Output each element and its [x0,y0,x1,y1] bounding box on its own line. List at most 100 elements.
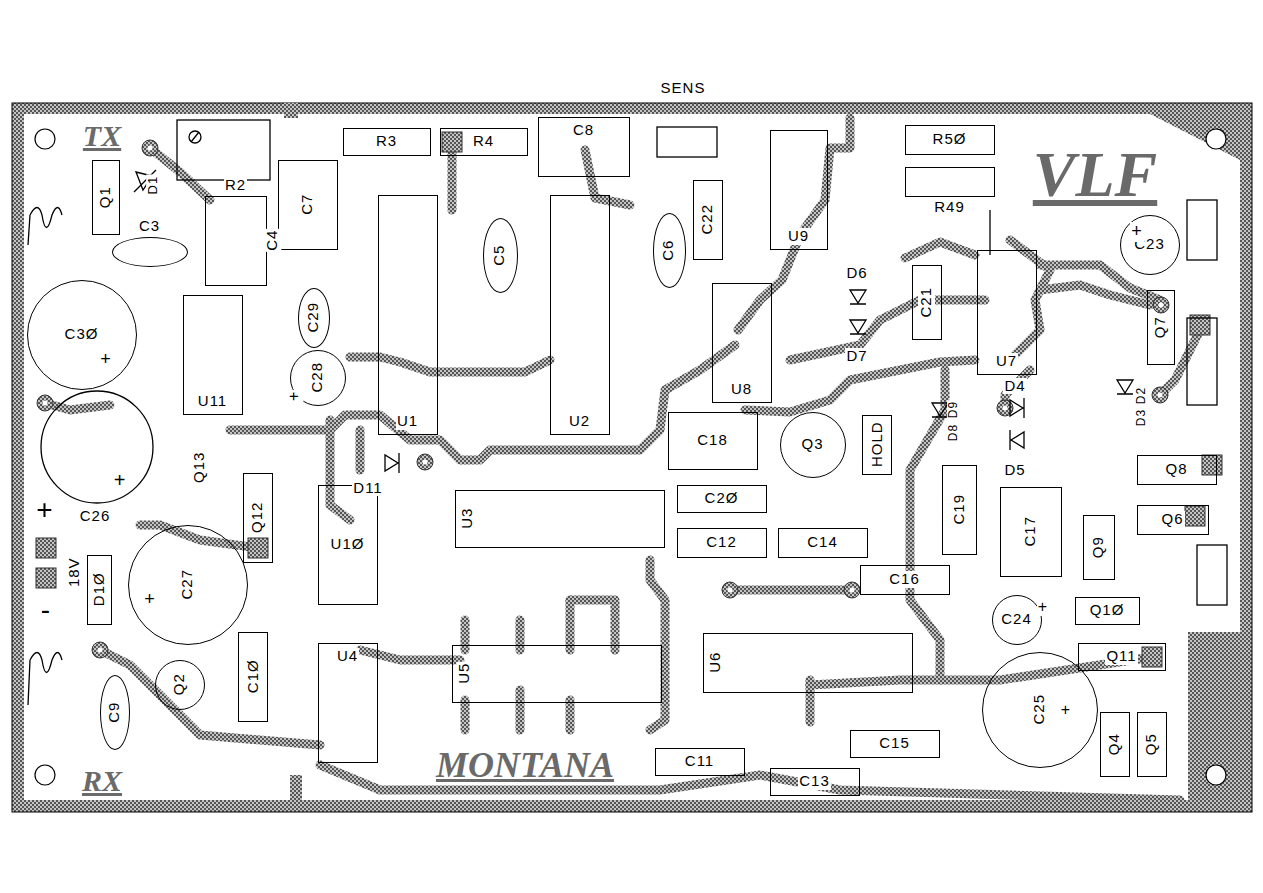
silkscreen-label: D9 [947,400,960,419]
component-label: C6 [661,238,678,261]
component-outline: Q7 [1147,290,1175,365]
silkscreen-label: C4 [265,228,282,251]
silkscreen-label: SENS [660,80,707,97]
component-label: U1 [396,413,419,430]
component-outline: Q8 [1137,455,1217,485]
silkscreen-label: D5 [1003,462,1026,479]
component-label: Q4 [1106,732,1123,756]
silkscreen-label: + [113,469,128,491]
component-label: C12 [705,534,738,551]
component-label: C5 [492,243,509,266]
component-label: Q7 [1152,315,1169,339]
component-label: C14 [806,534,839,551]
component-outline: C22 [693,180,723,260]
component-outline: Q12 [243,473,273,563]
component-outline: C3 [112,237,188,267]
silkscreen-label: Q13 [192,450,209,483]
component-outline: C24 [992,595,1042,645]
silkscreen-label: D3 [1135,408,1148,427]
component-label: U7 [995,353,1018,370]
component-label: C25 [1031,693,1048,726]
component-outline: C7 [278,160,338,250]
component-outline: U2 [550,195,610,435]
component-outline: C1Ø [238,632,268,722]
silkscreen-label: MONTANA [435,746,615,786]
ground-fill [290,775,302,805]
component-label: R49 [933,199,966,216]
component-label: D1Ø [91,572,108,608]
component-outline: R4 [440,128,528,156]
component-label: U4 [336,648,359,665]
component-label: Q9 [1090,535,1107,559]
component-outline: Q11 [1078,643,1166,671]
component-label: HOLD [868,421,885,469]
component-label: C3Ø [64,326,100,343]
component-label: U9 [787,228,810,245]
silkscreen-label: D1 [146,175,160,196]
component-outline: C6 [653,213,686,288]
silkscreen-label: D11 [352,480,383,497]
component-outline: C12 [677,528,767,558]
component-outline: U3 [455,490,665,548]
component-outline: Q5 [1137,712,1167,777]
component-outline: U1 [378,195,438,435]
component-label: C3 [138,218,161,235]
component-label: C7 [299,193,316,216]
component-outline: U8 [712,283,772,403]
component-outline: Q9 [1083,515,1115,580]
silkscreen-label: TX [82,119,122,152]
component-label: U11 [197,393,228,410]
component-label: R3 [375,133,398,150]
component-outline: C25 [982,652,1098,768]
component-label: C29 [305,301,322,334]
component-outline: R3 [343,128,431,156]
component-outline: U9 [770,130,828,250]
component-outline: C2Ø [677,485,767,513]
component-label: Q1 [97,185,114,209]
component-outline: C19 [942,465,977,555]
silkscreen-label: D2 [1135,386,1148,405]
component-outline: Q4 [1100,712,1130,777]
component-label: Q11 [1105,648,1137,665]
board-area [24,114,1240,800]
component-label: Q6 [1160,511,1184,528]
board-ground [12,103,1252,812]
component-outline: C9 [100,675,130,750]
pad-holes [43,146,1164,653]
component-outline: C8 [538,117,630,177]
component-label: C24 [1000,611,1033,628]
component-label: U1Ø [330,536,366,553]
component-label: C28 [309,361,326,394]
component-label: Q5 [1143,732,1160,756]
silkscreen-label: + [35,495,54,526]
component-outline: D1Ø [87,555,112,625]
silkscreen-label: + [99,350,113,370]
component-label: Q12 [249,501,266,534]
component-label: U2 [568,413,591,430]
silkscreen-label: RX [81,764,123,797]
silkscreen-label: 18V [66,556,83,588]
component-label: Q3 [800,436,824,453]
component-outline: C29 [298,288,330,348]
silkscreen-label: D6 [845,265,868,282]
component-label: C13 [798,773,831,790]
diode-symbols [134,170,1133,473]
component-label: C21 [918,286,935,319]
component-label: C18 [696,432,729,449]
outlines [28,120,1227,705]
component-outline: Q2 [155,660,205,710]
component-label: C11 [684,753,715,770]
square-pads [36,132,1222,667]
component-outline: Q1 [92,160,120,235]
ground-fill [284,103,298,118]
component-label: C9 [106,700,123,723]
component-outline: U4 [318,643,378,763]
component-outline: Q3 [780,412,846,478]
component-label: C17 [1022,515,1039,548]
component-outline: Q6 [1137,505,1209,535]
component-label: Q8 [1164,461,1188,478]
silkscreen-label: - [40,595,52,626]
component-outline: Q1Ø [1075,597,1140,625]
